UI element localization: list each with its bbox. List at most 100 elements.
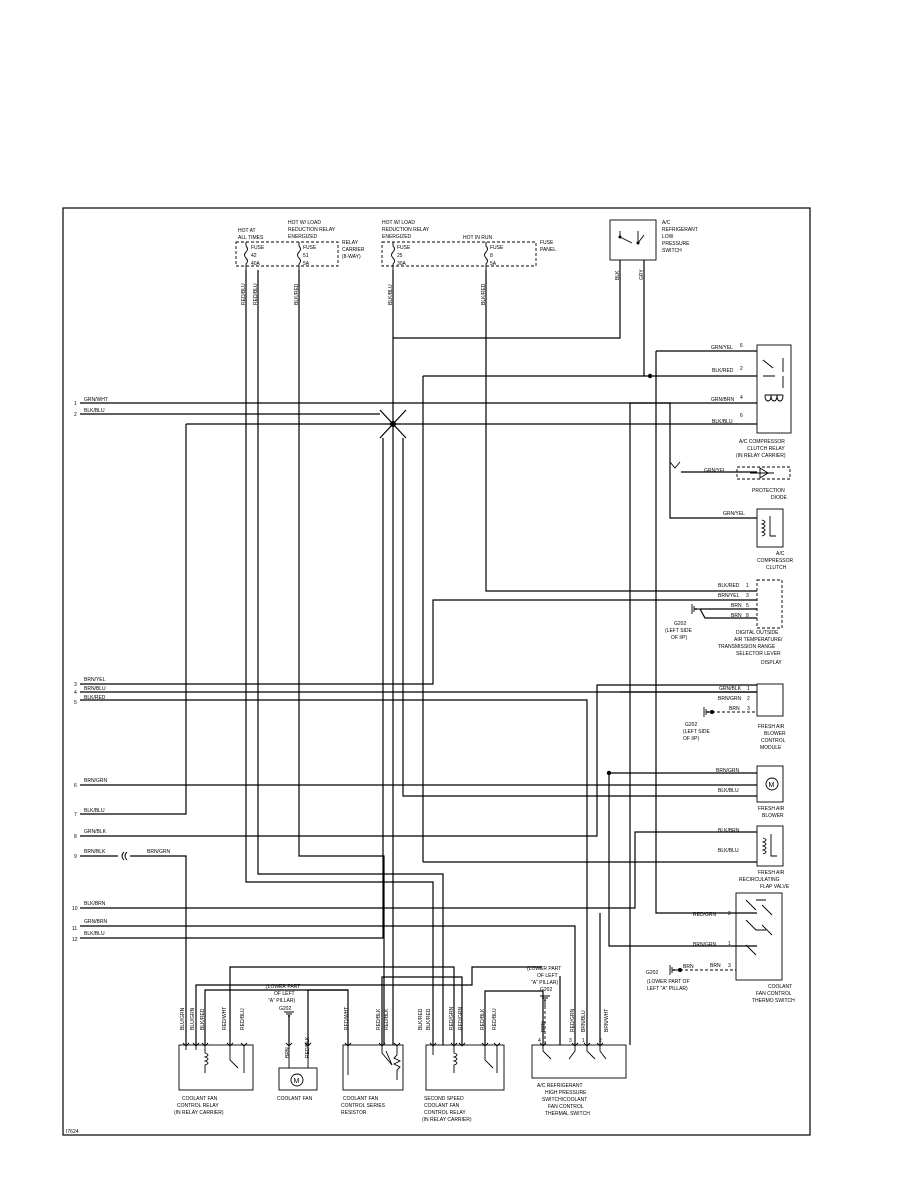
- fuse-8-block: HOT IN RUN FUSE 8 5A: [463, 235, 504, 270]
- low-switch-label-5: SWITCH: [662, 248, 682, 254]
- relay-pin-wire-3: GRN/BRN: [711, 397, 734, 403]
- pin-7-wire: BLK/BLU: [84, 808, 105, 814]
- hp-pin-1: 4: [538, 1038, 541, 1044]
- display-pin-4: 8: [746, 613, 749, 619]
- pin-8-wire: GRN/BLK: [84, 829, 107, 835]
- thermo-ground-3: LEFT "A" PILLAR): [647, 986, 688, 992]
- relay1-label-2: CONTROL RELAY: [177, 1103, 219, 1109]
- wire-label-fuse8: BLK/RED: [481, 283, 487, 305]
- fuse-51-label: FUSE: [303, 245, 317, 251]
- hp-pin-4: 2: [599, 1038, 602, 1044]
- fuse-8-header: HOT IN RUN: [463, 235, 492, 241]
- pin-10-wire: BLK/BRN: [84, 901, 106, 907]
- fan-ground-3: "A" PILLAR): [268, 998, 296, 1004]
- fuse-42-rating: 40A: [251, 261, 261, 267]
- relay1-wire-5: RED/BLU: [240, 1008, 246, 1030]
- svg-text:M: M: [294, 1078, 300, 1085]
- blower-wire-2: BLK/BLU: [718, 788, 739, 794]
- wires: [80, 260, 757, 1045]
- pin-3: 3: [74, 682, 77, 688]
- thermo-label-3: THERMO SWITCH: [752, 998, 795, 1004]
- fuse-42-block: HOT AT ALL TIMES FUSE 42 40A: [238, 228, 265, 270]
- fuse-51-symbol: [297, 242, 301, 270]
- relay1-wire-2: BLU/GRN: [190, 1007, 196, 1030]
- fuse-51-number: 51: [303, 253, 309, 259]
- diode-label-1: PROTECTION: [752, 488, 785, 494]
- low-switch-label-3: LOW: [662, 234, 674, 240]
- resistor-label-3: RESISTOR: [341, 1110, 367, 1116]
- wire-label-fuse42-b: RED/BLU: [253, 283, 259, 305]
- fuse-42-header-2: ALL TIMES: [238, 235, 264, 241]
- module-label-2: BLOWER: [764, 731, 786, 737]
- fuse-42-label: FUSE: [251, 245, 265, 251]
- low-switch-label-2: REFRIGERANT: [662, 227, 698, 233]
- display-label-3: TRANSMISSION RANGE: [718, 644, 776, 650]
- fuse-panel-dashed-box: [381, 241, 537, 267]
- display-label-2: AIR TEMPERATURE/: [734, 637, 783, 643]
- pin-6: 6: [74, 783, 77, 789]
- pin-6-wire: BRN/GRN: [84, 778, 107, 784]
- thermo-switch: RED/GRN 2 BRN/GRN 1 BRN 3 BRN G202 (LOWE…: [646, 892, 795, 1004]
- relay2-label-4: (IN RELAY CARRIER): [422, 1117, 472, 1123]
- display-ground-1: G202: [674, 621, 686, 627]
- hp-ground-icon: [540, 995, 550, 1006]
- fresh-air-blower: M BRN/GRN BLK/BLU FRESH AIR BLOWER: [716, 765, 785, 819]
- thermo-pin-2: 1: [728, 941, 731, 947]
- ac-compressor-clutch: GRN/YEL A/C COMPRESSOR CLUTCH: [723, 508, 794, 571]
- high-pressure-switch: 4 3 1 2 BRN RED/GRN BRN/BLU BRN/WHT (LOW…: [527, 966, 627, 1117]
- vertical-wire-labels: RED/BLU RED/BLU BLK/RED BLK/BLU BLK/RED …: [241, 269, 645, 305]
- wire-label-fuse42-a: RED/BLU: [241, 283, 247, 305]
- second-speed-relay: BLK/RED BLK/RED RED/GRN RED/GRN RED/BLK …: [418, 1007, 505, 1123]
- resistor-wire-1: RED/WHT: [344, 1007, 350, 1030]
- clutch-wire: GRN/YEL: [723, 511, 745, 517]
- clutch-label-1: A/C: [776, 551, 785, 557]
- fuse-25-block: HOT W/ LOAD REDUCTION RELAY ENERGIZED FU…: [382, 220, 430, 270]
- pin-8: 8: [74, 834, 77, 840]
- fuse-51-rating: 5A: [303, 261, 310, 267]
- hp-pin-3: 1: [582, 1038, 585, 1044]
- module-label-3: CONTROL: [761, 738, 786, 744]
- display-wire-3: BRN: [731, 603, 742, 609]
- resistor-wire-2: RED/BLK: [376, 1008, 382, 1030]
- fuse-8-number: 8: [490, 253, 493, 259]
- relay-pin-3: 4: [740, 395, 743, 401]
- hp-ground-1: (LOWER PART: [527, 966, 561, 972]
- fuse-panel-label-2: PANEL: [540, 247, 556, 253]
- pin-5-wire: BLK/RED: [84, 695, 106, 701]
- display-ground-3: OF I/P): [671, 635, 687, 641]
- display-wire-4: BRN: [731, 613, 742, 619]
- pin-11-wire: GRN/BRN: [84, 919, 107, 925]
- hp-label-5: THERMAL SWITCH: [545, 1111, 590, 1117]
- fan-motor-icon: [290, 1073, 304, 1087]
- wire-label-switch-blk: BLK: [615, 270, 621, 280]
- relay2-wire-1: BLK/RED: [418, 1008, 424, 1030]
- display-label-5: DISPLAY: [761, 660, 782, 666]
- thermo-label-1: COOLANT: [768, 984, 792, 990]
- flap-wire-2: BLK/BLU: [718, 848, 739, 854]
- pin-7: 7: [74, 812, 77, 818]
- thermo-ground-icon: [669, 965, 680, 975]
- display-pin-1: 1: [746, 583, 749, 589]
- clutch-label-3: CLUTCH: [766, 565, 787, 571]
- fuse-8-symbol: [484, 242, 488, 270]
- flap-label-1: FRESH AIR: [758, 870, 785, 876]
- pin-11: 11: [72, 926, 77, 932]
- relay-pin-4: 6: [740, 413, 743, 419]
- blower-motor-icon: [765, 777, 779, 791]
- relay1-label-1: COOLANT FAN: [182, 1096, 218, 1102]
- wire-label-fuse51: BLK/RED: [294, 283, 300, 305]
- pin-4: 4: [74, 690, 77, 696]
- display-pin-2: 3: [746, 593, 749, 599]
- hp-ground-4: G202: [540, 987, 552, 993]
- module-pin-1: 1: [747, 686, 750, 692]
- pin-1: 1: [74, 401, 77, 407]
- relay2-wire-5: RED/BLK: [480, 1008, 486, 1030]
- fan-ground-icon: [284, 1011, 294, 1017]
- relay2-label-2: COOLANT FAN: [424, 1103, 460, 1109]
- clutch-label-2: COMPRESSOR: [757, 558, 794, 564]
- pin-9: 9: [74, 854, 77, 860]
- fuse-25-header-3: ENERGIZED: [382, 234, 412, 240]
- ac-low-pressure-switch: A/C REFRIGERANT LOW PRESSURE SWITCH: [609, 219, 698, 261]
- thermo-wire-1: RED/GRN: [693, 912, 716, 918]
